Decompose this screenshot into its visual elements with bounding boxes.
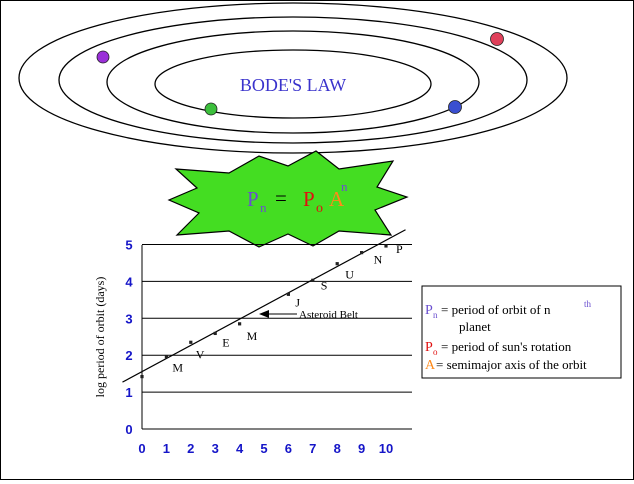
planet-purple	[96, 50, 110, 64]
planet-label: V	[196, 347, 205, 361]
legend: P n = period of orbit of n th planet P o…	[421, 285, 622, 379]
y-axis-label: log period of orbit (days)	[93, 277, 107, 398]
legend-P0-symbol: P	[425, 340, 433, 355]
x-tick-label: 3	[212, 441, 219, 456]
data-point	[213, 331, 217, 336]
x-tick-label: 10	[379, 441, 393, 456]
planets	[96, 32, 504, 116]
planet-blue	[448, 100, 462, 114]
planet-label: J	[295, 295, 300, 309]
planet-green	[204, 102, 218, 116]
data-point	[311, 278, 315, 282]
legend-P0-subscript: o	[433, 347, 438, 357]
planet-label: E	[222, 335, 229, 349]
x-tick-label: 6	[285, 441, 292, 456]
data-point	[360, 251, 364, 255]
planet-label: M	[172, 361, 183, 375]
bode-formula: P n = P o A n	[247, 179, 348, 216]
data-point	[335, 262, 339, 266]
x-tick-label: 8	[334, 441, 341, 456]
legend-Pn-text-line2: planet	[459, 319, 491, 334]
formula-P: P	[247, 187, 259, 211]
x-tick-label: 7	[309, 441, 316, 456]
y-tick-label: 4	[125, 274, 133, 289]
planet-label: N	[374, 253, 383, 267]
planet-label: U	[345, 268, 354, 282]
y-tick-labels: 0 1 2 3 4 5	[125, 238, 133, 438]
legend-Pn-superscript: th	[584, 299, 592, 309]
data-point	[238, 322, 242, 326]
x-tick-label: 2	[187, 441, 194, 456]
formula-A: A	[329, 187, 345, 211]
x-tick-label: 4	[236, 441, 244, 456]
legend-A-text: = semimajor axis of the orbit	[436, 357, 587, 372]
legend-P0-text: = period of sun's rotation	[441, 339, 572, 354]
y-tick-label: 0	[125, 422, 132, 437]
data-point	[286, 292, 290, 296]
orbit-rings	[18, 2, 568, 154]
y-tick-label: 2	[125, 348, 132, 363]
orbit-4	[18, 2, 568, 154]
diagram-title: BODE'S LAW	[240, 75, 346, 95]
planet-red	[490, 32, 504, 46]
legend-A-symbol: A	[425, 358, 436, 373]
data-point	[140, 375, 144, 379]
x-tick-label: 1	[163, 441, 170, 456]
x-tick-label: 5	[260, 441, 267, 456]
planet-label: P	[396, 242, 403, 256]
orbit-3	[58, 16, 528, 144]
asteroid-belt-label: Asteroid Belt	[299, 309, 358, 321]
data-point	[384, 244, 388, 248]
asteroid-belt-arrowhead	[259, 310, 269, 318]
formula-P0: P	[303, 187, 315, 211]
trend-line	[122, 229, 406, 383]
formula-subscript-n: n	[260, 200, 267, 215]
y-tick-label: 5	[125, 238, 132, 253]
legend-box	[421, 285, 622, 379]
x-tick-label: 9	[358, 441, 365, 456]
legend-Pn-subscript: n	[433, 310, 438, 320]
formula-exponent-n: n	[341, 179, 348, 194]
x-tick-label: 0	[138, 441, 145, 456]
data-point	[189, 340, 193, 344]
gridlines	[142, 244, 412, 393]
planet-label: S	[321, 278, 328, 292]
formula-subscript-o: o	[316, 201, 323, 216]
formula-equals: =	[275, 186, 287, 210]
legend-Pn-symbol: P	[425, 303, 433, 318]
orbit-1	[154, 49, 432, 119]
data-point	[164, 355, 168, 359]
starburst	[167, 150, 409, 248]
legend-Pn-text: = period of orbit of n	[441, 302, 551, 317]
y-tick-label: 3	[125, 311, 132, 326]
orbit-2	[106, 30, 480, 134]
planet-label: M	[247, 329, 258, 343]
x-tick-labels: 0 1 2 3 4 5 6 7 8 9 10	[138, 441, 393, 456]
y-tick-label: 1	[125, 385, 132, 400]
